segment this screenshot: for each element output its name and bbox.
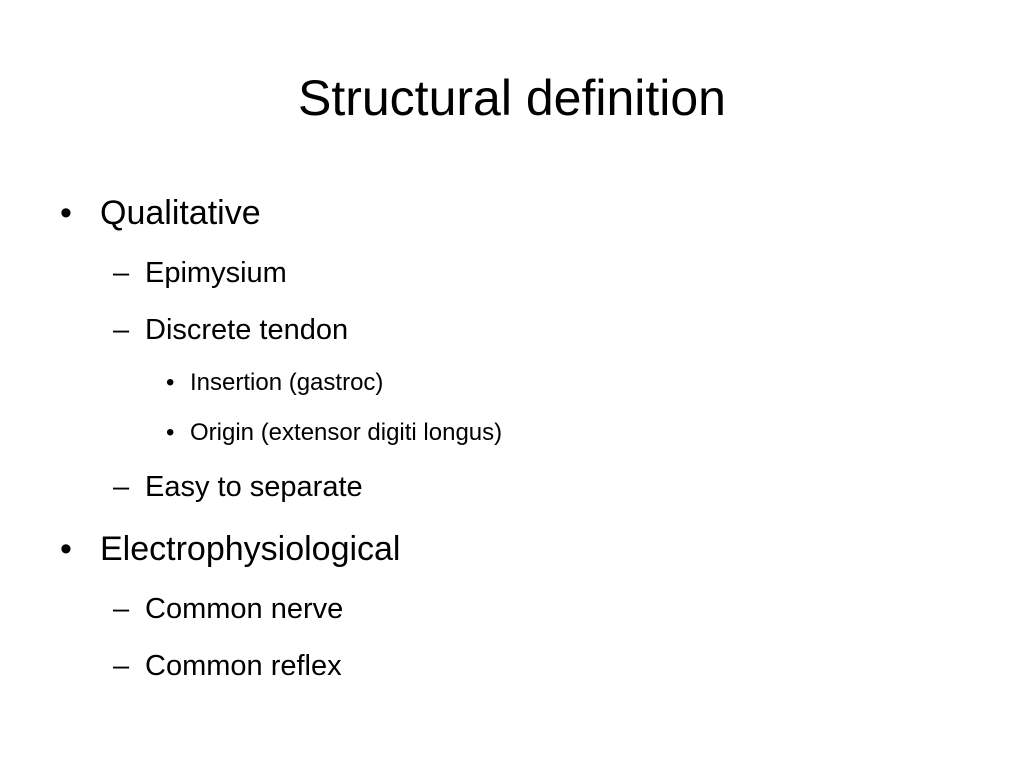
dash-icon: –: [113, 593, 130, 625]
bullet-item-electrophysiological: • Electrophysiological: [60, 530, 401, 568]
bullet-item-qualitative: • Qualitative: [60, 194, 261, 232]
sub-item-easy-to-separate: – Easy to separate: [113, 471, 363, 503]
sub-item-discrete-tendon: – Discrete tendon: [113, 314, 349, 346]
sub-sub-item-origin: • Origin (extensor digiti longus): [166, 419, 503, 446]
sub-item-text: Easy to separate: [145, 471, 363, 503]
dash-icon: –: [113, 471, 130, 503]
bullet-icon: •: [166, 369, 175, 396]
dash-icon: –: [113, 650, 130, 682]
sub-item-epimysium: – Epimysium: [113, 257, 287, 289]
sub-item-text: Common nerve: [145, 593, 344, 625]
sub-item-text: Discrete tendon: [145, 314, 349, 346]
dash-icon: –: [113, 257, 130, 289]
bullet-icon: •: [60, 530, 72, 568]
dash-icon: –: [113, 314, 130, 346]
sub-sub-item-text: Origin (extensor digiti longus): [190, 419, 503, 446]
slide-title: Structural definition: [297, 70, 726, 126]
bullet-text: Electrophysiological: [100, 530, 401, 568]
sub-sub-item-insertion: • Insertion (gastroc): [166, 369, 384, 396]
bullet-icon: •: [60, 194, 72, 232]
sub-sub-item-text: Insertion (gastroc): [190, 369, 384, 396]
bullet-icon: •: [166, 419, 175, 446]
sub-item-text: Common reflex: [145, 650, 342, 682]
sub-item-common-nerve: – Common nerve: [113, 593, 344, 625]
sub-item-text: Epimysium: [145, 257, 287, 289]
sub-item-common-reflex: – Common reflex: [113, 650, 342, 682]
bullet-text: Qualitative: [100, 194, 261, 232]
